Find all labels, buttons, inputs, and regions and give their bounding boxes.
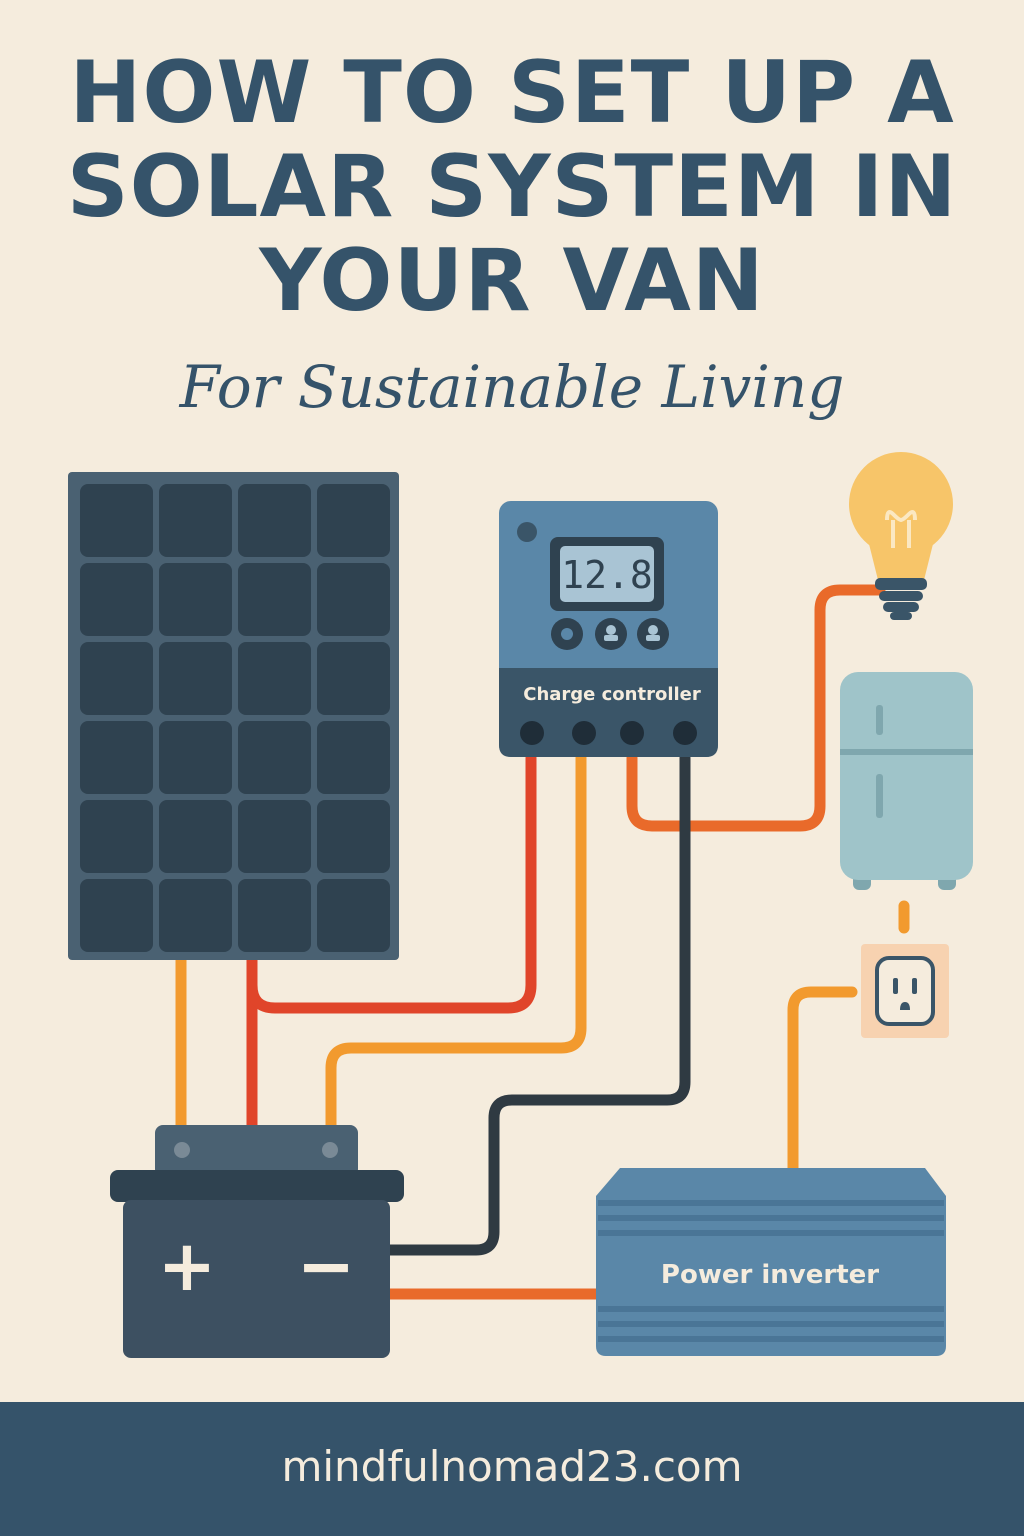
solar-cell	[80, 563, 153, 636]
power-inverter-label: Power inverter	[661, 1260, 879, 1290]
solar-cell	[317, 563, 390, 636]
wire-inverter-to-outlet-orange	[787, 986, 858, 1176]
wire-panel-to-controller-red	[246, 752, 537, 1014]
title-line-1: HOW TO SET UP A	[69, 43, 955, 143]
solar-cell	[159, 642, 232, 715]
solar-cell	[80, 484, 153, 557]
solar-cell	[238, 879, 311, 952]
solar-cell	[159, 879, 232, 952]
solar-cell	[159, 721, 232, 794]
solar-cell	[159, 484, 232, 557]
solar-cell	[80, 879, 153, 952]
solar-cell	[317, 800, 390, 873]
solar-cell	[80, 721, 153, 794]
charge-controller-icon: 12.8 Charge controller	[499, 501, 718, 757]
solar-panel-cells	[80, 484, 390, 952]
solar-cell	[317, 879, 390, 952]
solar-cell	[80, 800, 153, 873]
solar-cell	[238, 642, 311, 715]
button-icon	[606, 625, 616, 635]
gear-icon	[561, 628, 573, 640]
solar-cell	[317, 721, 390, 794]
wire-controller-to-battery-black	[382, 752, 691, 1256]
button-icon	[648, 625, 658, 635]
wire-controller-to-bulb-orange	[626, 584, 886, 832]
page-subtitle: For Sustainable Living	[179, 353, 845, 421]
solar-cell	[238, 563, 311, 636]
controller-buttons	[551, 618, 669, 650]
solar-cell	[238, 800, 311, 873]
footer-website-link[interactable]: mindfulnomad23.com	[281, 1442, 743, 1491]
footer-bar: mindfulnomad23.com	[0, 1402, 1024, 1536]
power-inverter-icon: Power inverter	[596, 1168, 946, 1356]
power-outlet-icon	[861, 944, 949, 1038]
title-line-2: SOLAR SYSTEM IN	[66, 137, 958, 237]
solar-cell	[238, 721, 311, 794]
solar-cell	[238, 484, 311, 557]
battery-icon: + −	[110, 1125, 404, 1358]
title-line-3: YOUR VAN	[259, 231, 765, 331]
solar-cell	[317, 484, 390, 557]
fridge-icon	[840, 672, 973, 890]
controller-display-value: 12.8	[561, 553, 653, 597]
wires	[175, 584, 910, 1300]
controller-terminals	[520, 721, 697, 745]
solar-cell	[80, 642, 153, 715]
solar-panel-icon	[68, 472, 399, 960]
light-bulb-icon	[849, 452, 953, 620]
battery-plus-symbol: +	[158, 1225, 217, 1307]
solar-cell	[159, 800, 232, 873]
solar-cell	[159, 563, 232, 636]
page-title: HOW TO SET UP A SOLAR SYSTEM IN YOUR VAN	[0, 46, 1024, 328]
wire-controller-to-battery-orange	[325, 752, 587, 1136]
battery-minus-symbol: −	[297, 1225, 356, 1307]
charge-controller-label: Charge controller	[523, 684, 701, 705]
solar-cell	[317, 642, 390, 715]
